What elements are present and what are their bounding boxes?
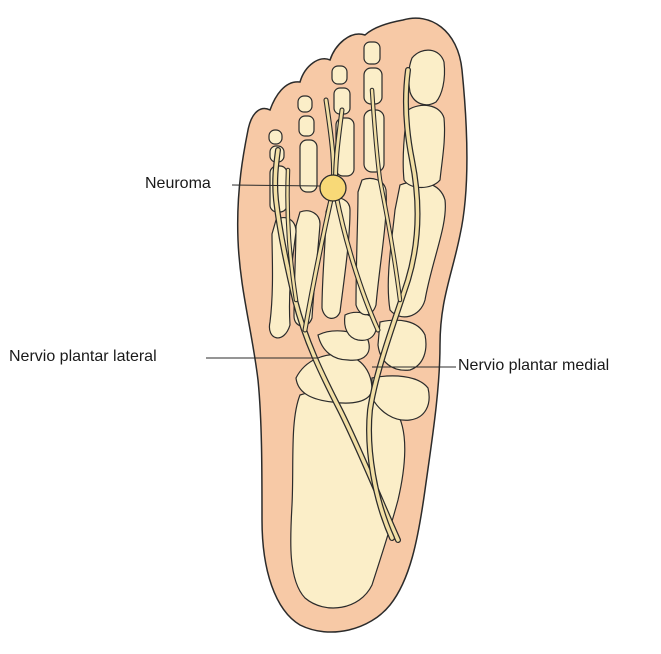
medial-plantar-nerve-label: Nervio plantar medial [458,357,609,375]
toe-4-middle-phalanx [299,116,314,136]
toe-5-distal-phalanx [269,130,282,144]
big-toe-distal-phalanx [409,50,445,105]
toe-4-proximal-phalanx [300,140,317,192]
toe-3-distal-phalanx [332,66,347,84]
lateral-plantar-nerve-label: Nervio plantar lateral [9,348,157,366]
neuroma-label: Neuroma [145,175,211,193]
neuroma-mass [320,175,346,201]
toe-4-distal-phalanx [298,96,312,112]
toe-2-distal-phalanx [364,42,380,64]
